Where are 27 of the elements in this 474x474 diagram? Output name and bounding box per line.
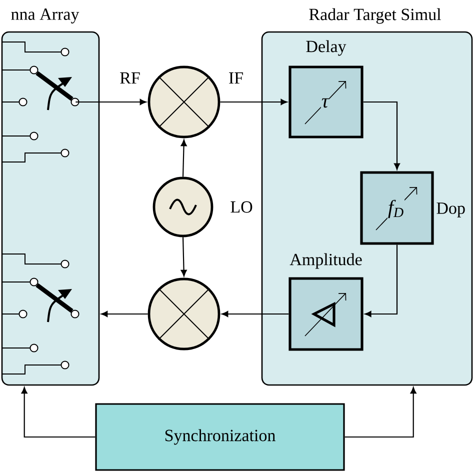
arrow bbox=[180, 140, 187, 177]
panel-title: nna Array bbox=[11, 8, 80, 24]
oscillator-circle bbox=[152, 176, 214, 238]
panel-title: Radar Target Simul bbox=[309, 8, 441, 24]
arrow bbox=[76, 98, 146, 105]
arrow bbox=[222, 311, 289, 317]
arrow bbox=[21, 387, 96, 438]
edge-label: IF bbox=[229, 72, 243, 84]
mixer-circle bbox=[148, 278, 220, 350]
mixer-circle bbox=[148, 66, 220, 138]
arrow bbox=[344, 387, 416, 438]
block-caption: Dop bbox=[436, 202, 465, 218]
arrow bbox=[364, 244, 398, 317]
edge-label: RF bbox=[120, 72, 140, 84]
block-box bbox=[360, 171, 434, 245]
block-label: Synchronization bbox=[165, 429, 276, 445]
block-title: Delay bbox=[306, 40, 346, 56]
block-title: Amplitude bbox=[290, 253, 362, 269]
arrow bbox=[363, 101, 400, 170]
panel-box bbox=[1, 31, 100, 386]
arrow bbox=[101, 311, 148, 317]
block-box bbox=[288, 66, 364, 138]
block-box bbox=[288, 277, 364, 351]
block-caption: LO bbox=[230, 201, 252, 213]
sync-box bbox=[95, 403, 345, 471]
arrow bbox=[220, 98, 288, 105]
arrow bbox=[180, 237, 187, 276]
